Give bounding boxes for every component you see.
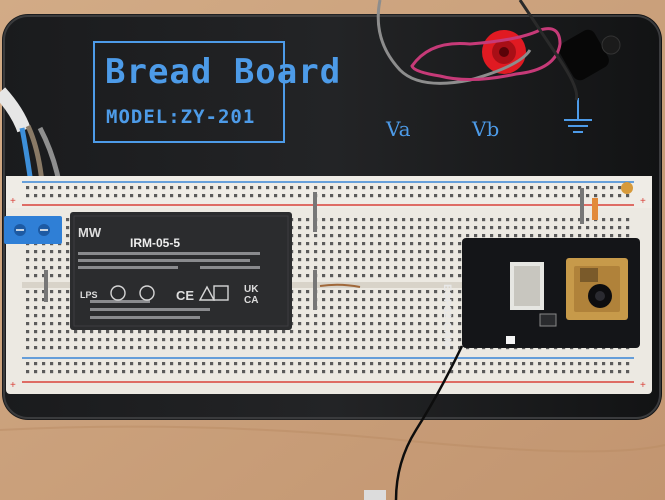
rail-plus-icon: + bbox=[10, 196, 16, 207]
board-title: Bread Board bbox=[105, 52, 342, 92]
ground-icon bbox=[564, 98, 592, 133]
camera-board-label: ESP32-CAM bbox=[441, 284, 453, 347]
jumper-wire bbox=[44, 270, 48, 302]
power-module-spec-text bbox=[78, 252, 260, 319]
power-module-brand: MW bbox=[78, 225, 102, 240]
jumper-wire bbox=[313, 192, 317, 232]
jumper-wire bbox=[313, 270, 317, 310]
wire-red-loop bbox=[410, 27, 562, 82]
screw-terminal[interactable] bbox=[4, 216, 62, 244]
capacitor bbox=[621, 182, 633, 194]
flash-led bbox=[506, 336, 515, 344]
rust-stain bbox=[319, 283, 361, 288]
terminal-b-label: Vb bbox=[472, 117, 500, 141]
binding-post-black[interactable] bbox=[556, 27, 621, 83]
sd-chip bbox=[580, 268, 598, 282]
top-rail-holes bbox=[22, 186, 634, 202]
wire-cable-sheath bbox=[0, 87, 31, 133]
wire-gray-top bbox=[376, 0, 532, 85]
smd-chip bbox=[539, 313, 557, 327]
rail-plus-icon: + bbox=[640, 380, 646, 391]
power-module-ce-mark: CE bbox=[176, 288, 195, 303]
jumper-orange bbox=[592, 198, 598, 220]
power-module-part-number: IRM-05-5 bbox=[130, 236, 181, 250]
power-module-lps-mark: LPS bbox=[80, 290, 98, 300]
base-plate-edge bbox=[3, 15, 661, 419]
bottom-rail-holes bbox=[22, 362, 634, 378]
rail-plus-icon: + bbox=[640, 196, 646, 207]
camera-lens-glint bbox=[595, 291, 605, 301]
power-module-highlight bbox=[73, 215, 289, 327]
rail-plus-icon: + bbox=[10, 380, 16, 391]
jumper-wire bbox=[580, 188, 584, 224]
wire-black-top bbox=[518, 0, 579, 101]
cert-icons bbox=[110, 285, 229, 301]
camera-ribbon-connector-slot bbox=[514, 266, 540, 306]
power-module bbox=[70, 212, 292, 330]
power-module-ukca-mark: UK CA bbox=[244, 284, 259, 306]
board-model: MODEL:ZY-201 bbox=[106, 106, 256, 128]
antenna-wire bbox=[394, 345, 464, 500]
wood-grain bbox=[0, 425, 665, 453]
terminal-a-label: Va bbox=[386, 117, 411, 141]
logo-frame bbox=[93, 41, 285, 143]
antenna-tag bbox=[364, 490, 386, 500]
